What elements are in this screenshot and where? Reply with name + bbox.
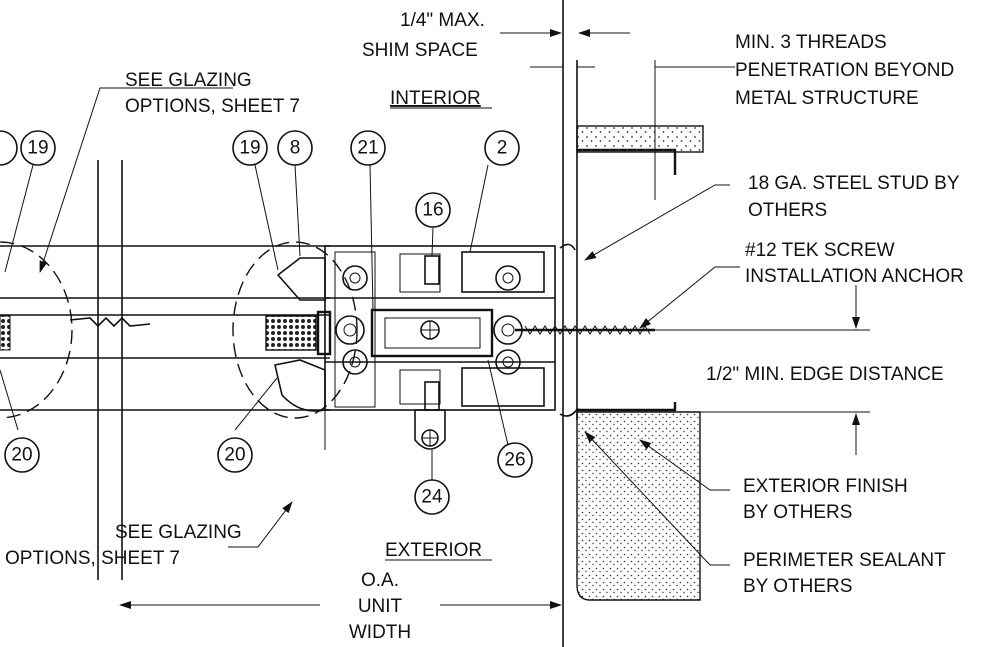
svg-text:19: 19 [239, 138, 260, 159]
svg-text:21: 21 [357, 138, 378, 159]
shim-space-label-1: 1/4" MAX. [400, 10, 485, 31]
oa-width-label-2: UNIT [358, 596, 403, 617]
callout-2: 2 [484, 130, 520, 166]
oa-width-label-3: WIDTH [349, 622, 411, 643]
glazing-top-label-1: SEE GLAZING [125, 70, 252, 91]
threads-label-3: METAL STRUCTURE [735, 88, 919, 109]
glazing-top-label-2: OPTIONS, SHEET 7 [125, 96, 300, 117]
exterior-label: EXTERIOR [385, 540, 482, 561]
leader-lines [0, 87, 740, 566]
shim-space-label-2: SHIM SPACE [362, 40, 478, 61]
callout-bubbles: 19 19 8 21 2 16 20 20 26 24 [0, 130, 533, 515]
callout-16: 16 [415, 192, 451, 228]
svg-text:19: 19 [27, 138, 48, 159]
exterior-finish-label-2: BY OTHERS [743, 502, 852, 523]
callout-8: 8 [277, 130, 313, 166]
exterior-finish-label-1: EXTERIOR FINISH [743, 476, 908, 497]
threads-label-1: MIN. 3 THREADS [735, 32, 887, 53]
callout-19-center: 19 [232, 130, 268, 166]
oa-width-label-1: O.A. [361, 570, 399, 591]
svg-text:20: 20 [224, 445, 245, 466]
svg-text:24: 24 [421, 487, 443, 508]
svg-text:20: 20 [11, 445, 32, 466]
svg-text:8: 8 [290, 138, 301, 159]
callout-20-left: 20 [4, 437, 40, 473]
callout-20-center: 20 [217, 437, 253, 473]
tek-screw-label-2: INSTALLATION ANCHOR [745, 266, 964, 287]
dimension-lines [119, 29, 870, 609]
wall-structure [559, 0, 704, 647]
steel-stud-label-1: 18 GA. STEEL STUD BY [748, 173, 960, 194]
perimeter-sealant-label-2: BY OTHERS [743, 576, 852, 597]
frame-extrusion [274, 245, 556, 450]
steel-stud-label-2: OTHERS [748, 200, 827, 221]
threads-label-2: PENETRATION BEYOND [735, 60, 954, 81]
tek-screw [515, 325, 655, 335]
glazing-bottom-label-2: OPTIONS, SHEET 7 [5, 548, 180, 569]
callout-24: 24 [414, 479, 450, 515]
svg-text:16: 16 [422, 200, 443, 221]
svg-text:26: 26 [504, 450, 525, 471]
svg-text:2: 2 [497, 138, 508, 159]
callout-21: 21 [350, 130, 386, 166]
tek-screw-label-1: #12 TEK SCREW [745, 240, 895, 261]
glazing-bottom-label-1: SEE GLAZING [115, 522, 242, 543]
detail-circle-center [232, 241, 358, 419]
edge-distance-label: 1/2" MIN. EDGE DISTANCE [706, 364, 944, 385]
interior-label: INTERIOR [390, 88, 481, 109]
callout-26: 26 [497, 442, 533, 478]
perimeter-sealant-label-1: PERIMETER SEALANT [743, 550, 946, 571]
glazing-lites [0, 160, 330, 580]
detail-circle-left [0, 241, 73, 419]
callout-19-left: 19 [20, 130, 56, 166]
callout-bubble-partial [0, 130, 18, 166]
